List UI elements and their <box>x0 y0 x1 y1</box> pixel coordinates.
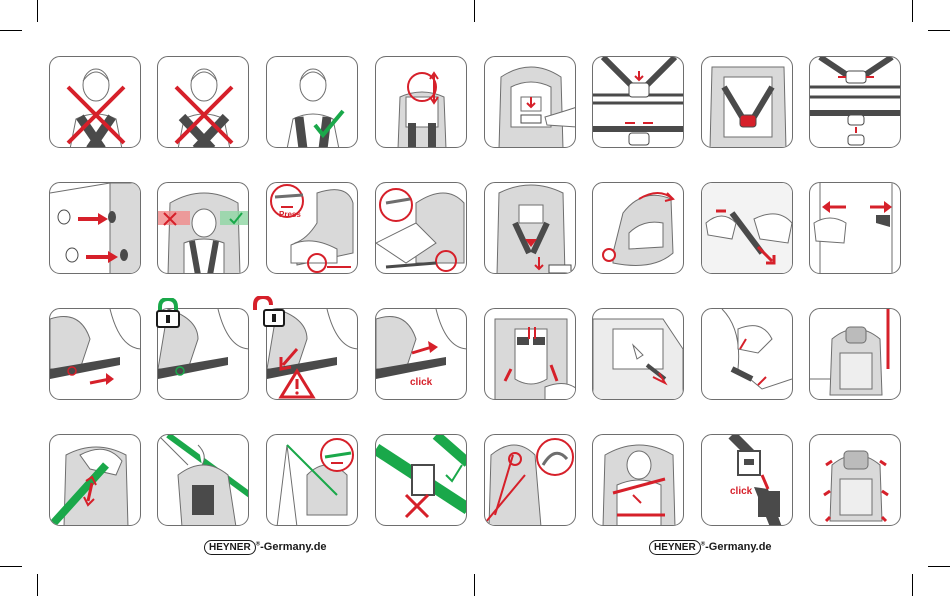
step-isofix-extend <box>375 182 467 274</box>
crop-mark <box>37 574 38 596</box>
step-cover-removal <box>592 308 684 400</box>
heyner-logo-right: HEYNER®-Germany.de <box>649 540 772 555</box>
lock-closed-green-icon <box>155 298 181 328</box>
step-harness-tighten <box>484 182 576 274</box>
brand-domain: -Germany.de <box>260 541 326 553</box>
crop-mark <box>474 574 475 596</box>
click-label: click <box>410 377 432 388</box>
brand-badge: HEYNER <box>649 540 701 555</box>
crop-mark <box>37 0 38 22</box>
step-seat-with-belt <box>809 308 901 400</box>
crop-mark <box>928 30 950 31</box>
step-press-isofix-release: Press <box>266 182 358 274</box>
step-child-seated <box>157 182 249 274</box>
step-shoulder-belt-guide <box>484 434 576 526</box>
lock-open-red-icon <box>252 296 286 328</box>
step-belt-twisted-wrong <box>375 434 467 526</box>
crop-mark <box>912 0 913 22</box>
step-buckle-click: click <box>701 434 793 526</box>
crop-mark <box>474 0 475 22</box>
press-label: Press <box>279 210 301 219</box>
step-recline <box>592 182 684 274</box>
step-buckle-harness <box>592 56 684 148</box>
step-harness-wrong-1 <box>49 56 141 148</box>
brand-badge: HEYNER <box>204 540 256 555</box>
step-isofix-guides <box>49 182 141 274</box>
step-pull-strap <box>701 182 793 274</box>
step-belt-routing <box>266 434 358 526</box>
brand-domain: -Germany.de <box>705 541 771 553</box>
step-seat-harness-view <box>701 56 793 148</box>
step-shoulder-strap <box>701 308 793 400</box>
step-isofix-arm-closed <box>49 308 141 400</box>
step-adjust-belt <box>49 434 141 526</box>
crop-mark <box>0 566 22 567</box>
step-final-seat <box>809 434 901 526</box>
step-open-buckle <box>484 308 576 400</box>
step-isofix-click: click <box>375 308 467 400</box>
crop-mark <box>928 566 950 567</box>
step-release-harness <box>484 56 576 148</box>
step-thread-belt <box>157 434 249 526</box>
step-child-buckled <box>592 434 684 526</box>
step-adjust-headrest <box>375 56 467 148</box>
heyner-logo-left: HEYNER®-Germany.de <box>204 540 327 555</box>
click-label: click <box>730 486 752 497</box>
crop-mark <box>0 30 22 31</box>
step-unbuckle-harness <box>809 56 901 148</box>
step-pull-cover <box>809 182 901 274</box>
step-harness-correct <box>266 56 358 148</box>
step-harness-wrong-2 <box>157 56 249 148</box>
crop-mark <box>912 574 913 596</box>
